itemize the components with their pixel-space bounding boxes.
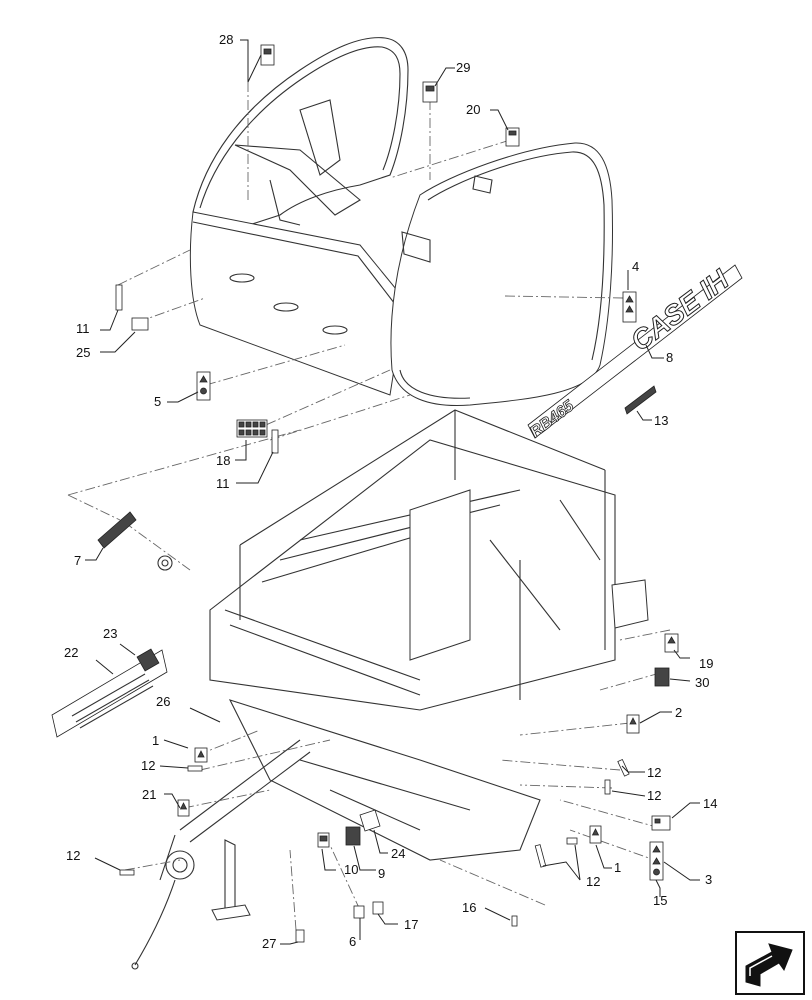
decal-7 xyxy=(97,511,137,549)
decal-5 xyxy=(196,371,211,401)
callout-labels: 28 29 20 4 11 25 5 18 11 7 8 13 23 22 26… xyxy=(64,32,717,951)
decal-25 xyxy=(131,317,149,331)
decal-1-right xyxy=(589,825,602,844)
callout-20: 20 xyxy=(466,102,480,117)
callout-30: 30 xyxy=(695,675,709,690)
callout-12-bottom-right: 12 xyxy=(586,874,600,889)
decal-3-15-stack xyxy=(649,841,664,881)
callout-21: 21 xyxy=(142,787,156,802)
callout-11-mid: 11 xyxy=(216,476,230,491)
callout-12-left: 12 xyxy=(141,758,155,773)
callout-28: 28 xyxy=(219,32,233,47)
decal-27 xyxy=(295,929,305,943)
callout-3: 3 xyxy=(705,872,712,887)
decal-1-left xyxy=(194,747,208,763)
decal-12-bottom-right xyxy=(534,837,578,868)
callout-14: 14 xyxy=(703,796,717,811)
callout-1-left: 1 xyxy=(152,733,159,748)
callout-6: 6 xyxy=(349,934,356,949)
decal-20 xyxy=(505,127,520,147)
decal-14 xyxy=(651,815,671,831)
callout-13: 13 xyxy=(654,413,668,428)
pto-chain xyxy=(131,850,195,970)
decal-12-right-b xyxy=(604,779,611,795)
callout-2: 2 xyxy=(675,705,682,720)
callout-22: 22 xyxy=(64,645,78,660)
callout-12-far-left: 12 xyxy=(66,848,80,863)
callout-15: 15 xyxy=(653,893,667,908)
callout-12-right-b: 12 xyxy=(647,788,661,803)
decal-28 xyxy=(260,44,275,66)
decal-2 xyxy=(626,714,640,734)
decal-12-left xyxy=(187,765,203,772)
callout-4: 4 xyxy=(632,259,639,274)
callout-18: 18 xyxy=(216,453,230,468)
callout-29: 29 xyxy=(456,60,470,75)
callout-1-right: 1 xyxy=(614,860,621,875)
projection-lines xyxy=(67,82,671,931)
leader-lines xyxy=(85,39,700,945)
decal-4 xyxy=(622,291,637,323)
decal-6 xyxy=(353,905,365,919)
callout-8: 8 xyxy=(666,350,673,365)
callout-24: 24 xyxy=(391,846,405,861)
decal-19 xyxy=(664,633,679,653)
brand-decal-text: CASE IH xyxy=(625,263,735,357)
callout-19: 19 xyxy=(699,656,713,671)
callout-16: 16 xyxy=(462,900,476,915)
decal-11-mid xyxy=(271,429,279,454)
panel-slots xyxy=(229,273,348,335)
decal-29 xyxy=(422,81,438,103)
decal-12-far-left xyxy=(119,869,135,876)
callout-7: 7 xyxy=(74,553,81,568)
decal-21 xyxy=(177,799,190,817)
decal-16 xyxy=(511,915,518,927)
callout-25: 25 xyxy=(76,345,90,360)
callout-10: 10 xyxy=(344,862,358,877)
decal-11-top xyxy=(115,284,123,311)
callout-23: 23 xyxy=(103,626,117,641)
jack-stand xyxy=(211,839,251,921)
callout-5: 5 xyxy=(154,394,161,409)
callout-17: 17 xyxy=(404,917,418,932)
decal-13 xyxy=(624,385,657,415)
decal-17 xyxy=(372,901,384,915)
callout-27: 27 xyxy=(262,936,276,951)
baler-chassis xyxy=(131,409,649,970)
decal-10 xyxy=(317,832,330,848)
callout-26: 26 xyxy=(156,694,170,709)
decal-24 xyxy=(359,809,381,832)
callout-9: 9 xyxy=(378,866,385,881)
decal-30 xyxy=(654,667,670,687)
front-shield-assembly xyxy=(189,37,613,406)
decals: CASE IH RB465 xyxy=(51,44,743,943)
decal-18 xyxy=(236,419,268,438)
model-decal-text: RB465 xyxy=(527,397,578,441)
callout-11-top: 11 xyxy=(76,321,90,336)
decal-22-23-warning-plate xyxy=(51,648,168,738)
callout-12-right-a: 12 xyxy=(647,765,661,780)
next-page-arrow-icon[interactable] xyxy=(735,931,805,995)
decal-9 xyxy=(345,826,361,846)
